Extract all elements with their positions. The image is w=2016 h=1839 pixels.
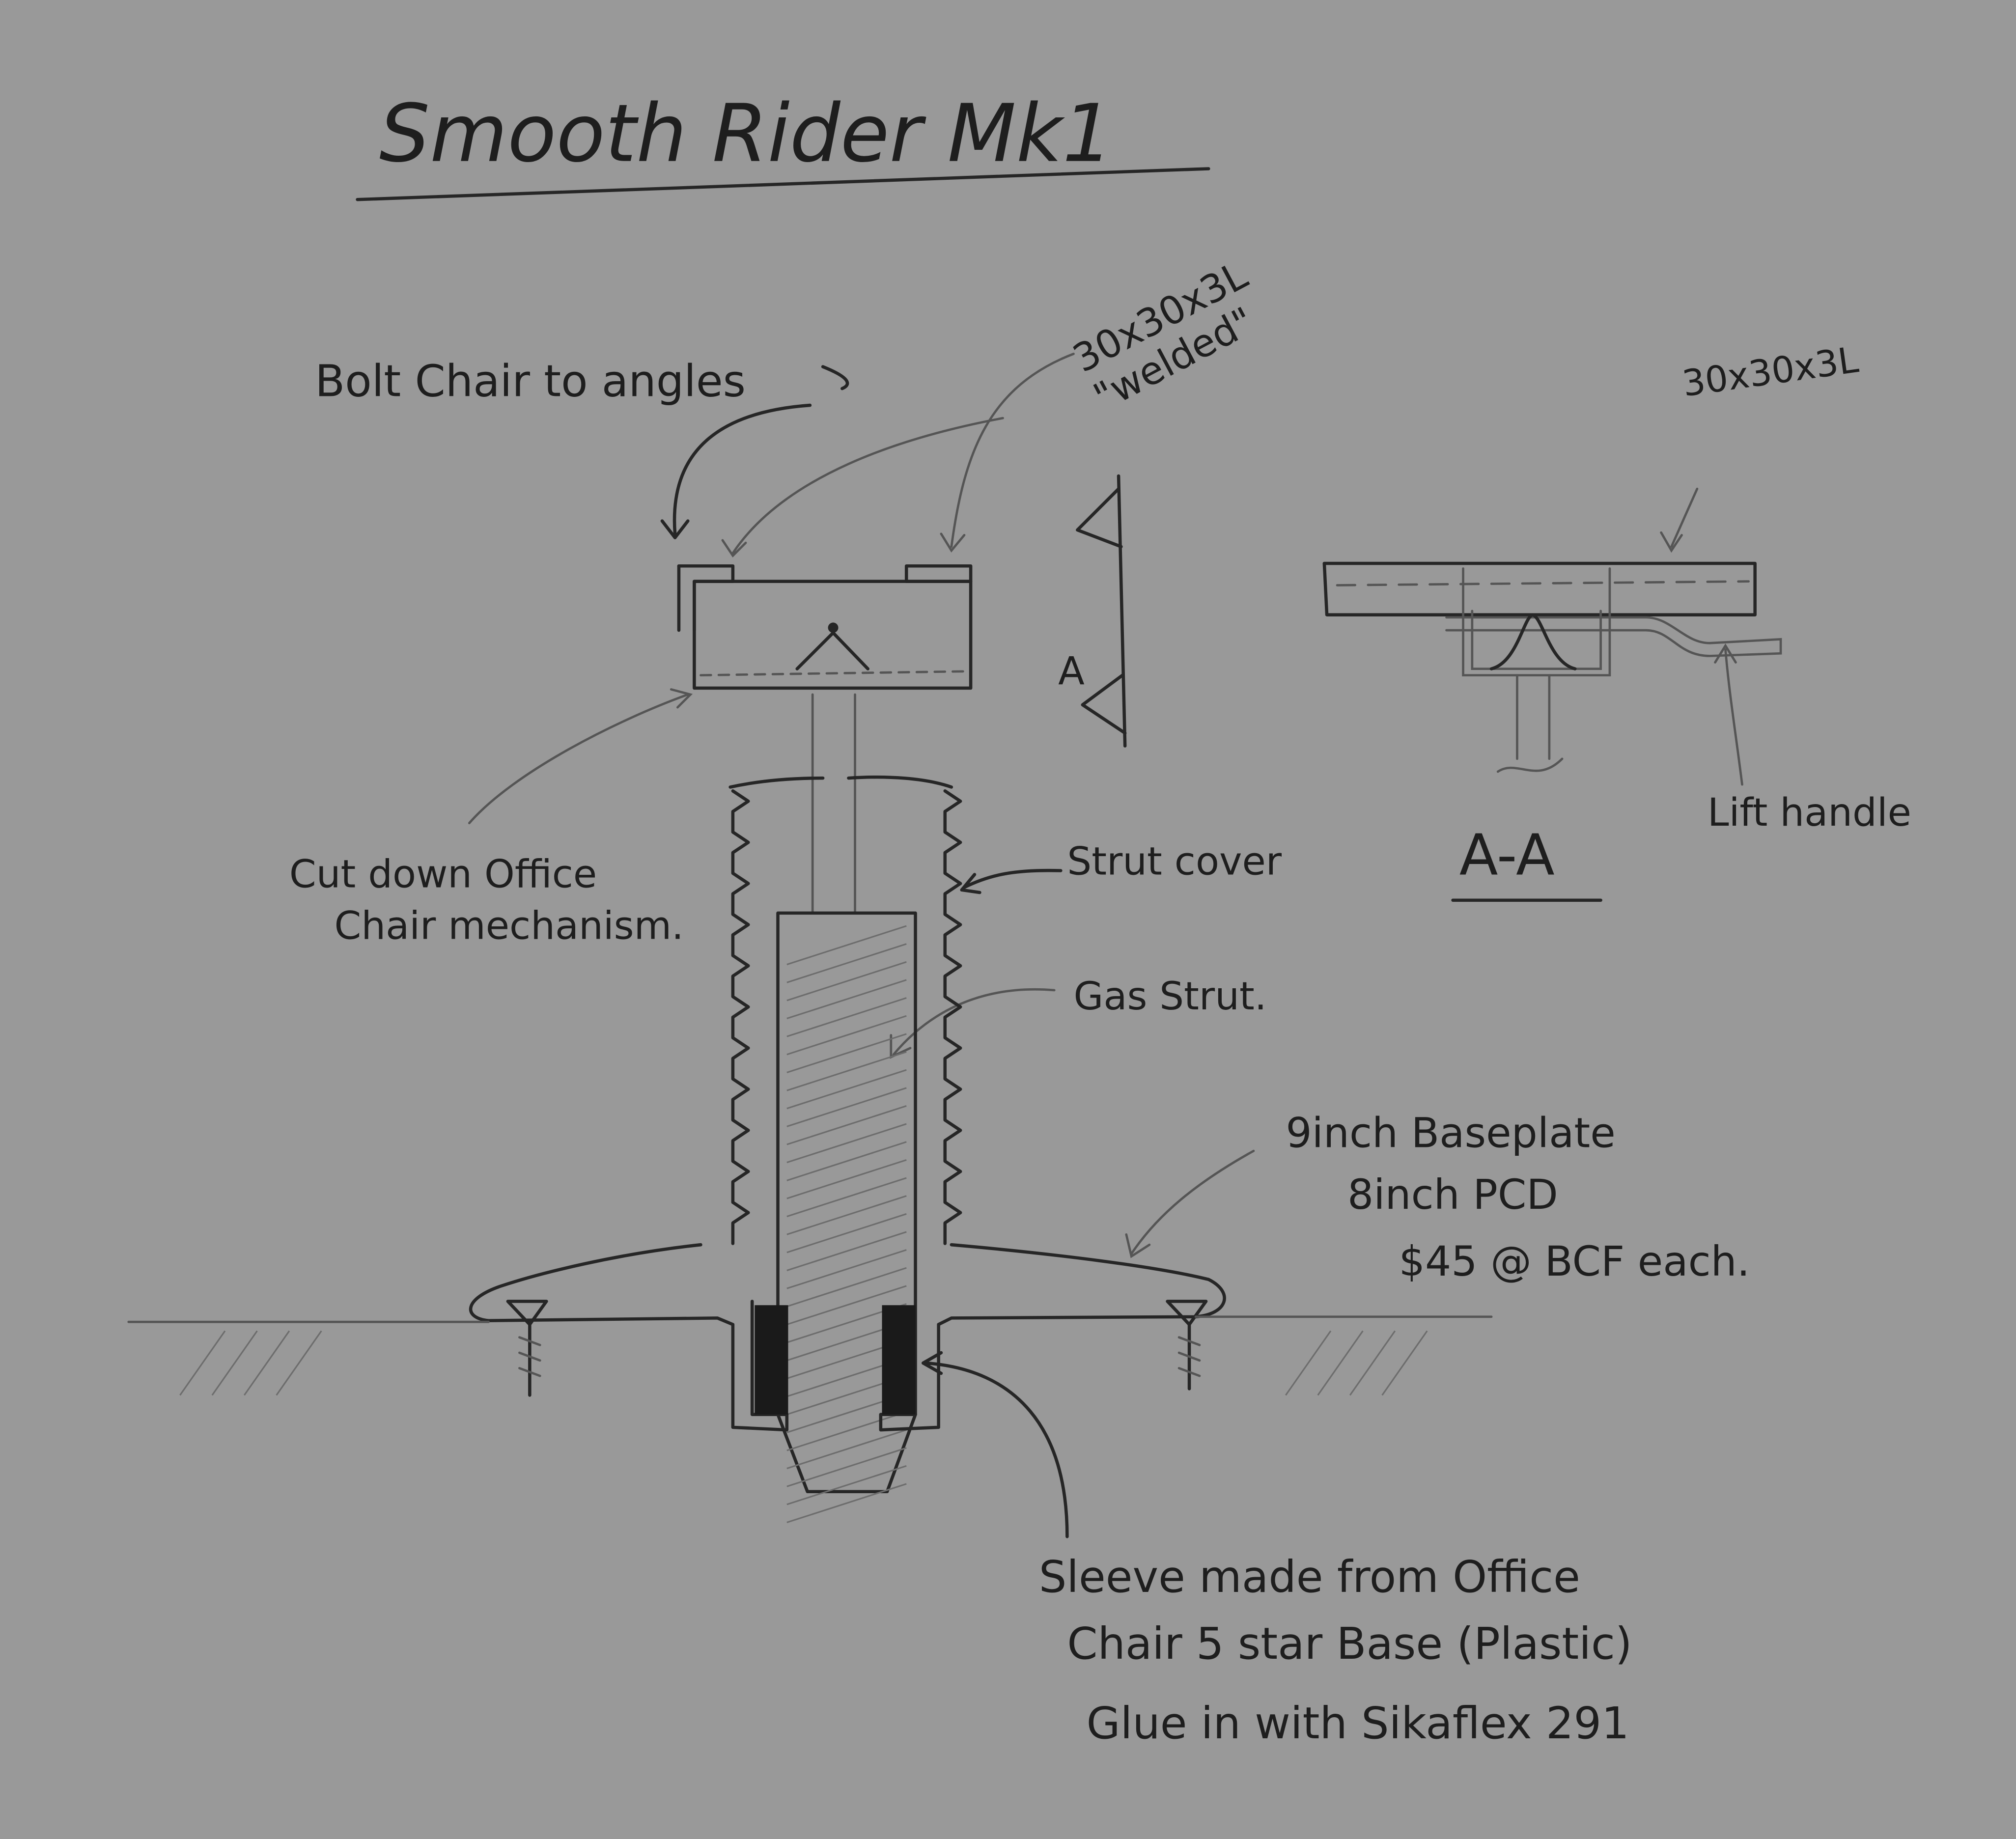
label-baseplate-3: $45 @ BCF each. (1399, 1237, 1750, 1285)
hatch-line (786, 1411, 907, 1451)
gas-strut (776, 693, 917, 1524)
label-mechanism-1: Cut down Office (289, 852, 597, 897)
hatch-line (786, 1123, 907, 1164)
label-lift-handle: Lift handle (1708, 790, 1911, 835)
section-view-aa (1322, 561, 1782, 773)
label-mechanism-2: Chair mechanism. (335, 903, 684, 948)
label-angle-spec-2: 30x30x3L (1680, 339, 1861, 405)
hatch-line (786, 1447, 907, 1487)
hatch-line (786, 1231, 907, 1272)
screws (506, 1300, 1208, 1397)
diagram-title: Smooth Rider Mk1 (379, 87, 1113, 180)
baseplate (469, 1243, 1226, 1432)
section-marker-line (1076, 474, 1127, 748)
ground (127, 1315, 1493, 1396)
hatch-line (786, 1033, 907, 1073)
hatch-line (786, 1141, 907, 1181)
hatch-line (786, 1015, 907, 1056)
hatch-line (786, 1087, 907, 1127)
hatch-line (786, 1285, 907, 1325)
hatch-line (786, 1483, 907, 1524)
hatch-line (786, 1195, 907, 1235)
chair-mechanism (677, 564, 973, 690)
hatch-line (786, 1069, 907, 1110)
label-section-marker: A (1058, 648, 1085, 694)
hatch-line (786, 1465, 907, 1505)
label-bolt-chair: Bolt Chair to angles (315, 356, 746, 407)
hatch-line (786, 1177, 907, 1218)
hatch-line (786, 961, 907, 1002)
hatch-line (786, 1267, 907, 1308)
hatch-line (786, 1213, 907, 1254)
label-strut-cover: Strut cover (1067, 838, 1282, 884)
label-sleeve-2: Chair 5 star Base (Plastic) (1067, 1618, 1632, 1669)
sleeve-right (882, 1305, 916, 1415)
hatch-line (786, 1429, 907, 1470)
hatch-line (786, 1159, 907, 1199)
hatch-line (786, 997, 907, 1037)
label-gas-strut: Gas Strut. (1073, 974, 1266, 1019)
label-baseplate-1: 9inch Baseplate (1286, 1109, 1615, 1157)
hatch-line (786, 943, 907, 983)
label-sleeve-3: Glue in with Sikaflex 291 (1087, 1698, 1629, 1749)
label-section-title: A-A (1459, 822, 1555, 888)
pivot-bolt (828, 622, 839, 633)
sleeve-left (755, 1305, 788, 1415)
label-baseplate-2: 8inch PCD (1347, 1170, 1558, 1219)
strut-cover (728, 775, 962, 1245)
label-sleeve-1: Sleeve made from Office (1039, 1551, 1580, 1602)
hatch-line (786, 925, 907, 966)
hatch-line (786, 1051, 907, 1091)
title-underline (356, 167, 1210, 201)
hatch-line (786, 1249, 907, 1289)
hatch-line (786, 1105, 907, 1145)
hatch-line (786, 979, 907, 1020)
